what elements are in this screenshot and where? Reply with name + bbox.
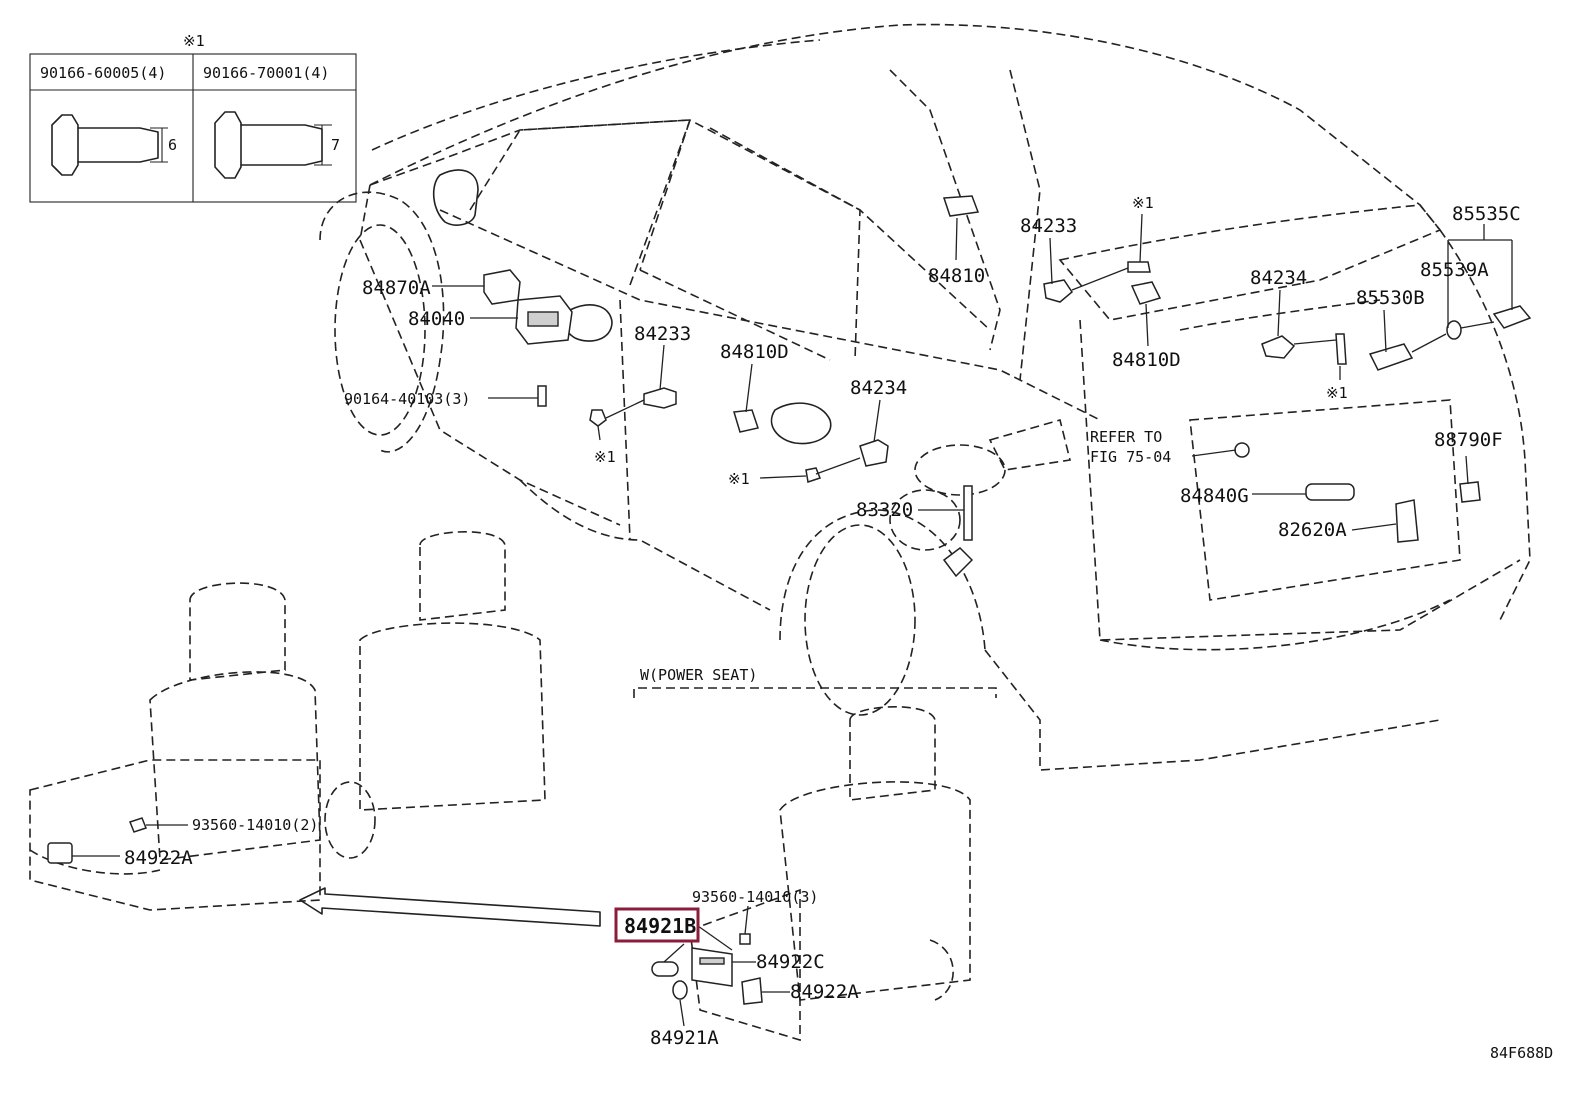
label-82620A[interactable]: 82620A (1278, 519, 1347, 541)
label-85535C[interactable]: 85535C (1452, 203, 1521, 225)
label-93560-front[interactable]: 93560-14010(2) (192, 816, 318, 834)
label-84233-rear[interactable]: 84233 (1020, 215, 1077, 237)
label-84922A-front[interactable]: 84922A (124, 847, 193, 869)
rear-parts (1043, 261, 1532, 543)
label-84870A[interactable]: 84870A (362, 277, 431, 299)
power-seat-area: W(POWER SEAT) (633, 666, 997, 1042)
highlighted-callout[interactable]: 84921B (614, 907, 700, 943)
clip-drawing-1: 6 (51, 114, 177, 176)
callout-labels: 84870A 84040 90164-40103(3) 84233 ※1 848… (124, 194, 1521, 1049)
door-parts (483, 195, 980, 578)
label-84921A[interactable]: 84921A (650, 1027, 719, 1049)
highlight-box (614, 907, 700, 943)
label-84810D-rear[interactable]: 84810D (1112, 349, 1181, 371)
label-85539A[interactable]: 85539A (1420, 259, 1489, 281)
label-84840G[interactable]: 84840G (1180, 485, 1249, 507)
label-84810[interactable]: 84810 (928, 265, 985, 287)
power-seat-heading: W(POWER SEAT) (640, 666, 757, 684)
label-84810D-door[interactable]: 84810D (720, 341, 789, 363)
table-mark: ※1 (183, 32, 205, 50)
refer-line-1: REFER TO (1090, 428, 1162, 446)
vehicle-outline (319, 23, 1531, 771)
label-84234-door[interactable]: 84234 (850, 377, 907, 399)
mark-door-mid: ※1 (728, 470, 750, 488)
label-93560-power[interactable]: 93560-14010(3) (692, 888, 818, 906)
clip-drawing-2: 7 (214, 111, 340, 179)
label-84234-rear[interactable]: 84234 (1250, 267, 1307, 289)
label-88790F[interactable]: 88790F (1434, 429, 1503, 451)
label-84922C[interactable]: 84922C (756, 951, 825, 973)
rear-seat-parts (47, 817, 147, 864)
mark-rear-bottom: ※1 (1326, 384, 1348, 402)
table-part-1: 90166-60005(4) (40, 64, 166, 82)
table-dim-1: 6 (168, 136, 177, 154)
label-84040[interactable]: 84040 (408, 308, 465, 330)
table-dim-2: 7 (331, 136, 340, 154)
mark-rear-top: ※1 (1132, 194, 1154, 212)
leader-lines (72, 213, 1513, 1027)
label-84921B[interactable]: 84921B (624, 914, 696, 938)
relocation-arrow (299, 887, 601, 927)
label-84922A-power[interactable]: 84922A (790, 981, 859, 1003)
figure-code: 84F688D (1490, 1044, 1553, 1062)
label-85530B[interactable]: 85530B (1356, 287, 1425, 309)
label-83320[interactable]: 83320 (856, 499, 913, 521)
label-90164-40103[interactable]: 90164-40103(3) (344, 390, 470, 408)
rear-seats (29, 531, 546, 911)
refer-line-2[interactable]: FIG 75-04 (1090, 448, 1171, 466)
label-84233-door[interactable]: 84233 (634, 323, 691, 345)
table-part-2: 90166-70001(4) (203, 64, 329, 82)
reference-table: ※1 90166-60005(4) 90166-70001(4) 6 7 (29, 32, 357, 203)
mark-door-left: ※1 (594, 448, 616, 466)
